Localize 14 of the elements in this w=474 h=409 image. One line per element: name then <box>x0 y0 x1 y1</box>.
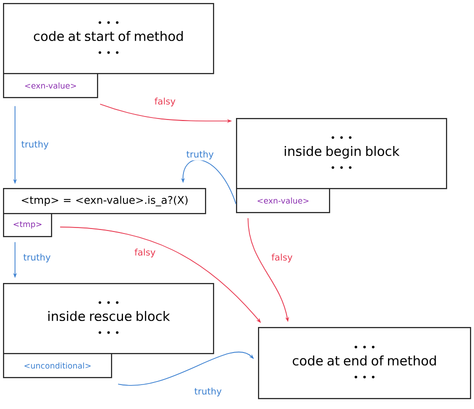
block-box: • • • code at end of method • • • <box>258 327 472 400</box>
tag-box: <exn-value> <box>236 188 330 214</box>
tag-box: <exn-value> <box>3 73 98 98</box>
edge-label: truthy <box>193 386 223 398</box>
edge-label: falsy <box>133 248 157 258</box>
edge-label: truthy <box>185 150 215 160</box>
tag-box: <unconditional> <box>3 353 112 378</box>
arrow <box>60 226 261 323</box>
arrow <box>118 352 254 386</box>
edge-label: truthy <box>22 252 52 264</box>
edge-label: falsy <box>270 252 294 264</box>
edge-label: truthy <box>20 140 50 150</box>
tag-box: <tmp> <box>3 213 52 238</box>
edge-label: falsy <box>153 96 177 108</box>
